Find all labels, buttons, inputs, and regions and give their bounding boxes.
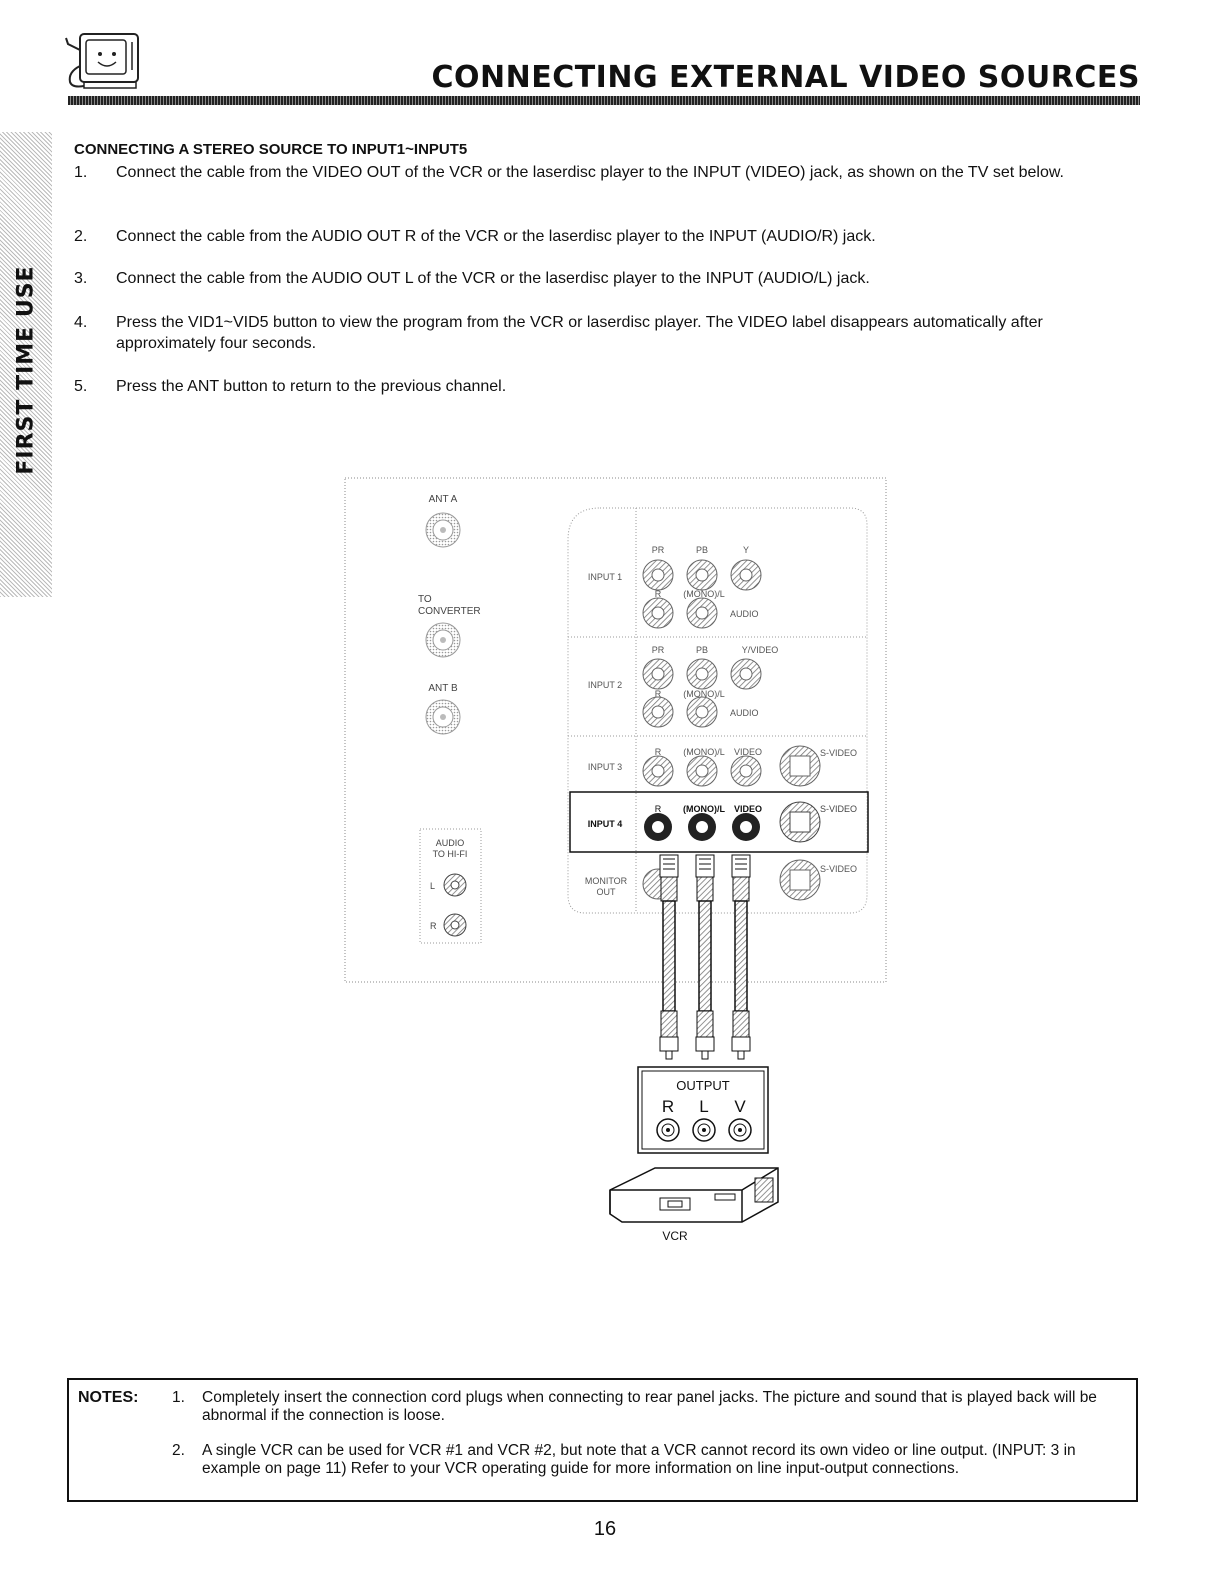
output-r-label: R [662,1097,674,1116]
input1-y-label: Y [743,545,749,555]
input4-svideo-jack [779,801,821,843]
output-l-label: L [699,1097,708,1116]
input4-audio-l-jack [688,813,716,841]
tv-mascot-icon [65,33,139,89]
input1-r-label: R [655,589,662,599]
input1-pr-jack [642,559,674,591]
tv-rear-panel [344,477,887,983]
cable-audio-l [695,854,715,1060]
cable-audio-r [659,854,679,1060]
hifi-r-label: R [430,921,437,931]
input4-video-jack [732,813,760,841]
input2-pb-label: PB [696,645,708,655]
output-v-label: V [734,1097,746,1116]
notes-box [67,1378,1138,1502]
header-rule [68,96,1140,105]
input4-audio-r-jack [644,813,672,841]
input2-pr-jack [642,658,674,690]
input2-pb-jack [686,658,718,690]
ant-b-jack [425,699,461,735]
hifi-r-jack [443,913,467,937]
hifi-l-label: L [430,881,435,891]
output-v-jack [728,1118,752,1142]
input1-audio-l-jack [686,597,718,629]
monitor-out-label: MONITOR [585,876,628,886]
notes-label: NOTES: [78,1389,139,1406]
input1-audio-label: AUDIO [730,609,759,619]
side-tab [0,132,52,597]
input2-label: INPUT 2 [588,680,622,690]
input3-r-label: R [655,747,662,757]
input2-pr-label: PR [652,645,665,655]
vcr-label: VCR [662,1229,688,1243]
input1-y-jack [730,559,762,591]
ant-a-jack [425,512,461,548]
monitor-out-label: OUT [597,887,617,897]
cable-video [731,854,751,1060]
input-panel-outline [567,507,868,914]
audio-hifi-label: TO HI-FI [433,849,468,859]
input2-audio-r-jack [642,696,674,728]
input2-audio-l-jack [686,696,718,728]
input3-label: INPUT 3 [588,762,622,772]
input3-audio-l-jack [686,755,718,787]
input3-svideo-jack [779,745,821,787]
section-heading: CONNECTING A STEREO SOURCE TO INPUT1~INP… [74,141,468,158]
monitor-out-svideo-jack [779,859,821,901]
input4-mono-label: (MONO)/L [683,804,725,814]
input3-video-label: VIDEO [734,747,762,757]
input1-audio-r-jack [642,597,674,629]
input1-mono-label: (MONO)/L [683,589,725,599]
hifi-l-jack [443,873,467,897]
page-title: CONNECTING EXTERNAL VIDEO SOURCES [431,60,1140,95]
output-l-jack [692,1118,716,1142]
input2-y-jack [730,658,762,690]
to-converter-label: CONVERTER [418,606,481,617]
input3-svideo-label: S-VIDEO [820,748,857,758]
ant-b-label: ANT B [428,683,458,694]
input1-label: INPUT 1 [588,572,622,582]
input1-pb-jack [686,559,718,591]
input3-video-jack [730,755,762,787]
to-converter-label: TO [418,594,432,605]
input3-mono-label: (MONO)/L [683,747,725,757]
input2-mono-label: (MONO)/L [683,689,725,699]
audio-hifi-box [419,828,482,944]
page-number: 16 [593,1518,617,1540]
input2-yvideo-label: Y/VIDEO [742,645,779,655]
output-r-jack [656,1118,680,1142]
connection-diagram: ANT A TO CONVERTER ANT B AUDIO TO HI-FI … [344,477,887,1243]
input1-pb-label: PB [696,545,708,555]
ant-a-label: ANT A [429,494,458,505]
monitor-out-svideo-label: S-VIDEO [820,864,857,874]
input2-r-label: R [655,689,662,699]
output-label: OUTPUT [676,1078,730,1093]
input4-label: INPUT 4 [588,819,623,829]
input4-video-label: VIDEO [734,804,762,814]
input2-audio-label: AUDIO [730,708,759,718]
input4-highlight-box [569,791,869,853]
vcr-icon [609,1167,779,1223]
input4-r-label: R [655,804,662,814]
converter-jack [425,622,461,658]
input3-audio-r-jack [642,755,674,787]
input1-pr-label: PR [652,545,665,555]
audio-hifi-label: AUDIO [436,838,465,848]
input4-svideo-label: S-VIDEO [820,804,857,814]
